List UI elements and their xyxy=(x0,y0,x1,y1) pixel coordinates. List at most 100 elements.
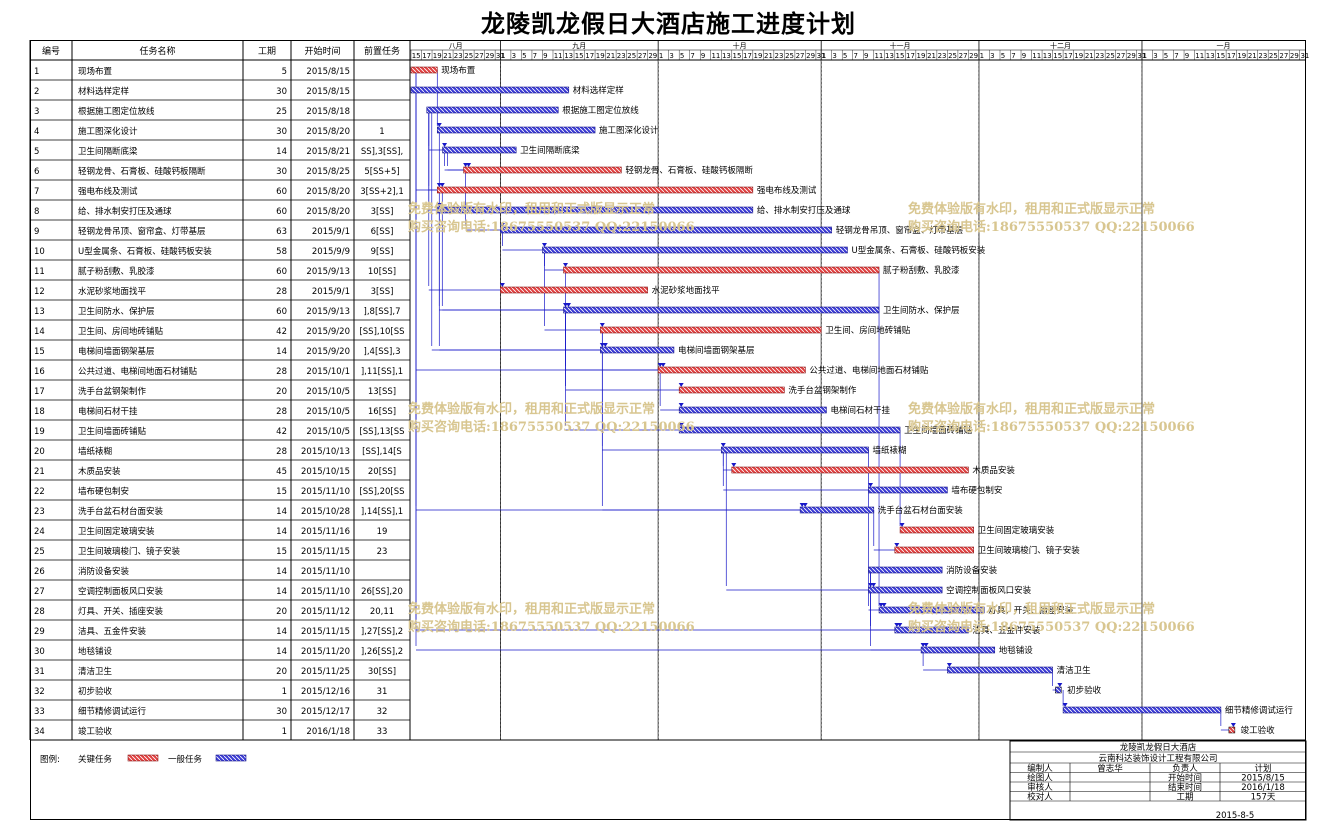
column-header: 前置任务 xyxy=(364,45,400,57)
day-label: 7 xyxy=(1011,52,1015,60)
bar-label: 墙布硬包制安 xyxy=(951,485,1002,496)
task-duration: 15 xyxy=(276,547,287,557)
task-bar xyxy=(894,546,974,554)
task-start: 2015/8/15 xyxy=(306,87,350,97)
task-bar xyxy=(678,426,901,434)
task-predecessor: [SS],10[SS xyxy=(359,327,404,337)
day-label: 21 xyxy=(1085,52,1094,60)
bar-label: 根据施工图定位放线 xyxy=(562,105,639,116)
task-predecessor: 9[SS] xyxy=(371,247,394,257)
bar-label: 地毯铺设 xyxy=(999,645,1034,656)
task-predecessor: 6[SS] xyxy=(371,227,394,237)
title-block-cell: 2015/8/15 xyxy=(1241,774,1285,784)
task-bar xyxy=(920,646,996,654)
bar-label: 现场布置 xyxy=(441,65,476,76)
task-id: 32 xyxy=(34,687,45,697)
task-bar xyxy=(426,106,559,114)
task-id: 33 xyxy=(34,707,45,717)
bar-label: 给、排水制安打压及通球 xyxy=(757,205,851,216)
task-name: 轻钢龙骨、石膏板、硅酸钙板隔断 xyxy=(78,166,206,177)
day-label: 29 xyxy=(485,52,494,60)
bar-label: 竣工验收 xyxy=(1241,725,1276,736)
day-label: 5 xyxy=(680,52,684,60)
task-id: 15 xyxy=(34,347,45,357)
title-block-cell: 负责人 xyxy=(1172,763,1198,774)
task-predecessor: 32 xyxy=(377,707,388,717)
task-name: 卫生间防水、保护层 xyxy=(78,306,155,317)
day-label: 3 xyxy=(990,52,994,60)
task-predecessor: SS],3[SS], xyxy=(361,147,403,157)
title-block-cell: 曾志华 xyxy=(1097,763,1123,774)
link-arrow xyxy=(499,283,505,287)
task-predecessor: [SS],20[SS xyxy=(359,487,404,497)
task-name: 轻钢龙骨吊顶、窗帘盒、灯带基层 xyxy=(78,226,206,237)
task-start: 2015/9/20 xyxy=(306,347,350,357)
title-block-company: 云南科达装饰设计工程有限公司 xyxy=(1098,753,1217,764)
link-arrow xyxy=(660,363,666,367)
day-label: 17 xyxy=(422,52,431,60)
day-label: 7 xyxy=(533,52,537,60)
day-label: 15 xyxy=(1053,52,1062,60)
bar-label: 卫生间防水、保护层 xyxy=(883,305,960,316)
bar-label: 木质品安装 xyxy=(972,465,1015,476)
task-predecessor: 33 xyxy=(377,727,388,737)
column-header: 开始时间 xyxy=(304,45,340,57)
task-predecessor: [SS],13[SS xyxy=(359,427,404,437)
task-predecessor: ],14[SS],1 xyxy=(361,507,403,517)
day-label: 13 xyxy=(885,52,894,60)
task-start: 2015/11/10 xyxy=(301,487,350,497)
day-label: 9 xyxy=(543,52,547,60)
bar-label: 水泥砂浆地面找平 xyxy=(652,285,721,296)
bar-label: 轻钢龙骨吊顶、窗帘盒、灯带基层 xyxy=(836,225,964,236)
task-id: 22 xyxy=(34,487,45,497)
legend-label: 图例: xyxy=(40,754,60,765)
task-start: 2015/11/16 xyxy=(301,527,350,537)
task-start: 2015/9/1 xyxy=(312,227,350,237)
link-arrow xyxy=(602,343,608,347)
bar-label: 强电布线及测试 xyxy=(757,185,817,196)
link-arrow xyxy=(899,523,905,527)
link-arrow xyxy=(436,123,442,127)
day-label: 11 xyxy=(1195,52,1204,60)
task-name: 卫生间固定玻璃安装 xyxy=(78,526,155,537)
task-duration: 14 xyxy=(276,647,287,657)
link-arrow xyxy=(678,383,684,387)
title-block-project: 龙陵凯龙假日大酒店 xyxy=(1120,742,1197,753)
title-block-cell: 结束时间 xyxy=(1168,782,1202,793)
day-label: 9 xyxy=(701,52,705,60)
bar-label: 洗手台盆钢架制作 xyxy=(788,385,857,396)
task-start: 2015/9/20 xyxy=(306,327,350,337)
day-label: 23 xyxy=(617,52,626,60)
bar-label: 卫生间隔断底梁 xyxy=(520,145,580,156)
task-predecessor: 13[SS] xyxy=(368,387,396,397)
task-duration: 14 xyxy=(276,147,287,157)
day-label: 1 xyxy=(980,52,984,60)
task-bar xyxy=(600,326,822,334)
link-arrow xyxy=(897,623,903,627)
task-start: 2015/11/25 xyxy=(301,667,350,677)
month-label: 一月 xyxy=(1216,42,1230,50)
task-duration: 30 xyxy=(276,127,287,137)
task-name: 腻子粉刮敷、乳胶漆 xyxy=(78,266,155,277)
task-name: 地毯铺设 xyxy=(78,646,113,657)
legend-critical-label: 关键任务 xyxy=(78,754,113,765)
task-duration: 14 xyxy=(276,347,287,357)
task-bar xyxy=(500,226,833,234)
task-start: 2015/11/15 xyxy=(301,547,350,557)
day-label: 27 xyxy=(475,52,484,60)
task-predecessor: 3[SS] xyxy=(371,207,394,217)
task-bar xyxy=(678,386,785,394)
link-arrow xyxy=(566,303,572,307)
day-label: 19 xyxy=(1074,52,1083,60)
task-name: 洁具、五金件安装 xyxy=(78,626,147,637)
task-id: 3 xyxy=(34,107,39,117)
bar-label: U型金属条、石膏板、硅酸钙板安装 xyxy=(851,245,985,256)
task-start: 2015/10/5 xyxy=(306,387,350,397)
day-label: 23 xyxy=(775,52,784,60)
day-label: 27 xyxy=(1116,52,1125,60)
task-id: 30 xyxy=(34,647,45,657)
day-label: 9 xyxy=(1185,52,1189,60)
title-block-cell: 绘图人 xyxy=(1027,773,1053,784)
watermark-text: 免费体验版有水印，租用和正式版显示正常 xyxy=(908,401,1155,417)
day-label: 31 xyxy=(1300,52,1309,60)
